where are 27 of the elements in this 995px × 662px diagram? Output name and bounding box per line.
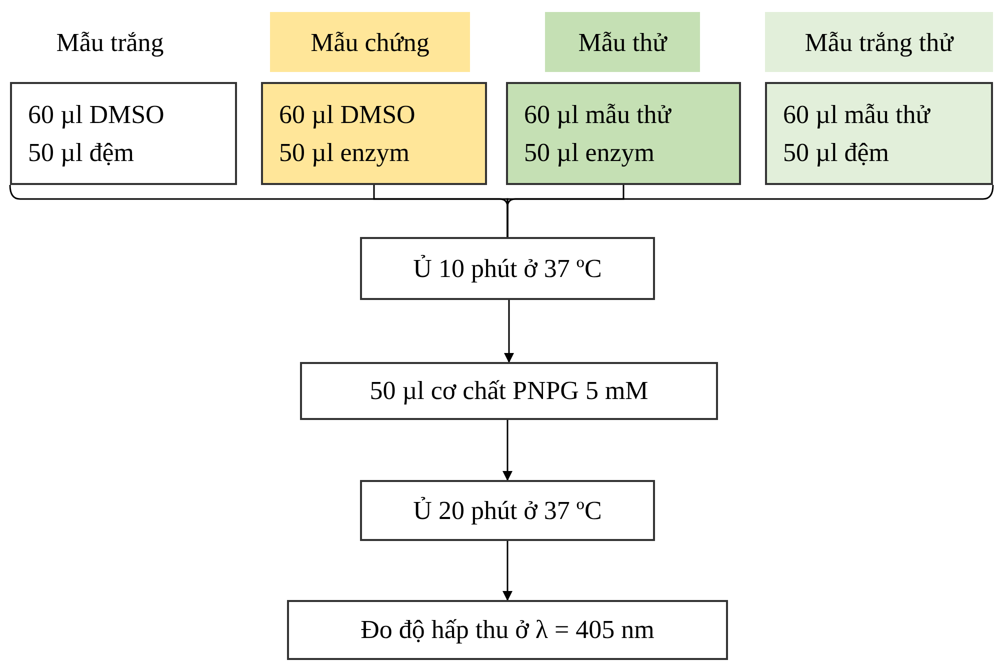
sample-text: Đo độ hấp thu ở λ = 405 nm bbox=[360, 614, 654, 646]
sample-box bbox=[261, 82, 487, 185]
sample-box bbox=[506, 82, 741, 185]
sample-text: 50 µl enzym bbox=[524, 136, 655, 169]
process-box bbox=[287, 600, 728, 660]
sample-text: Ủ 20 phút ở 37 ºC bbox=[413, 494, 602, 526]
process-box bbox=[300, 362, 718, 420]
sample-text: Ủ 10 phút ở 37 ºC bbox=[413, 252, 602, 284]
sample-text: 60 µl mẫu thử bbox=[783, 98, 930, 130]
process-box bbox=[360, 480, 655, 541]
arrow bbox=[502, 541, 512, 601]
sample-heading: Mẫu trắng thử bbox=[765, 12, 993, 72]
arrow bbox=[502, 420, 512, 481]
sample-text: 50 µl enzym bbox=[279, 136, 410, 169]
sample-heading: Mẫu trắng bbox=[55, 26, 165, 59]
sample-heading: Mẫu thử bbox=[545, 12, 700, 72]
sample-text: 60 µl mẫu thử bbox=[524, 98, 671, 130]
sample-text: 50 µl đệm bbox=[783, 136, 889, 168]
sample-text: 50 µl cơ chất PNPG 5 mM bbox=[370, 375, 648, 407]
process-box bbox=[360, 237, 655, 300]
sample-box bbox=[10, 82, 237, 185]
arrow bbox=[504, 300, 514, 363]
sample-text: 60 µl DMSO bbox=[279, 98, 416, 130]
sample-text: 50 µl đệm bbox=[28, 136, 134, 168]
sample-box bbox=[765, 82, 993, 185]
sample-text: 60 µl DMSO bbox=[28, 98, 164, 130]
sample-heading: Mẫu chứng bbox=[270, 12, 470, 72]
